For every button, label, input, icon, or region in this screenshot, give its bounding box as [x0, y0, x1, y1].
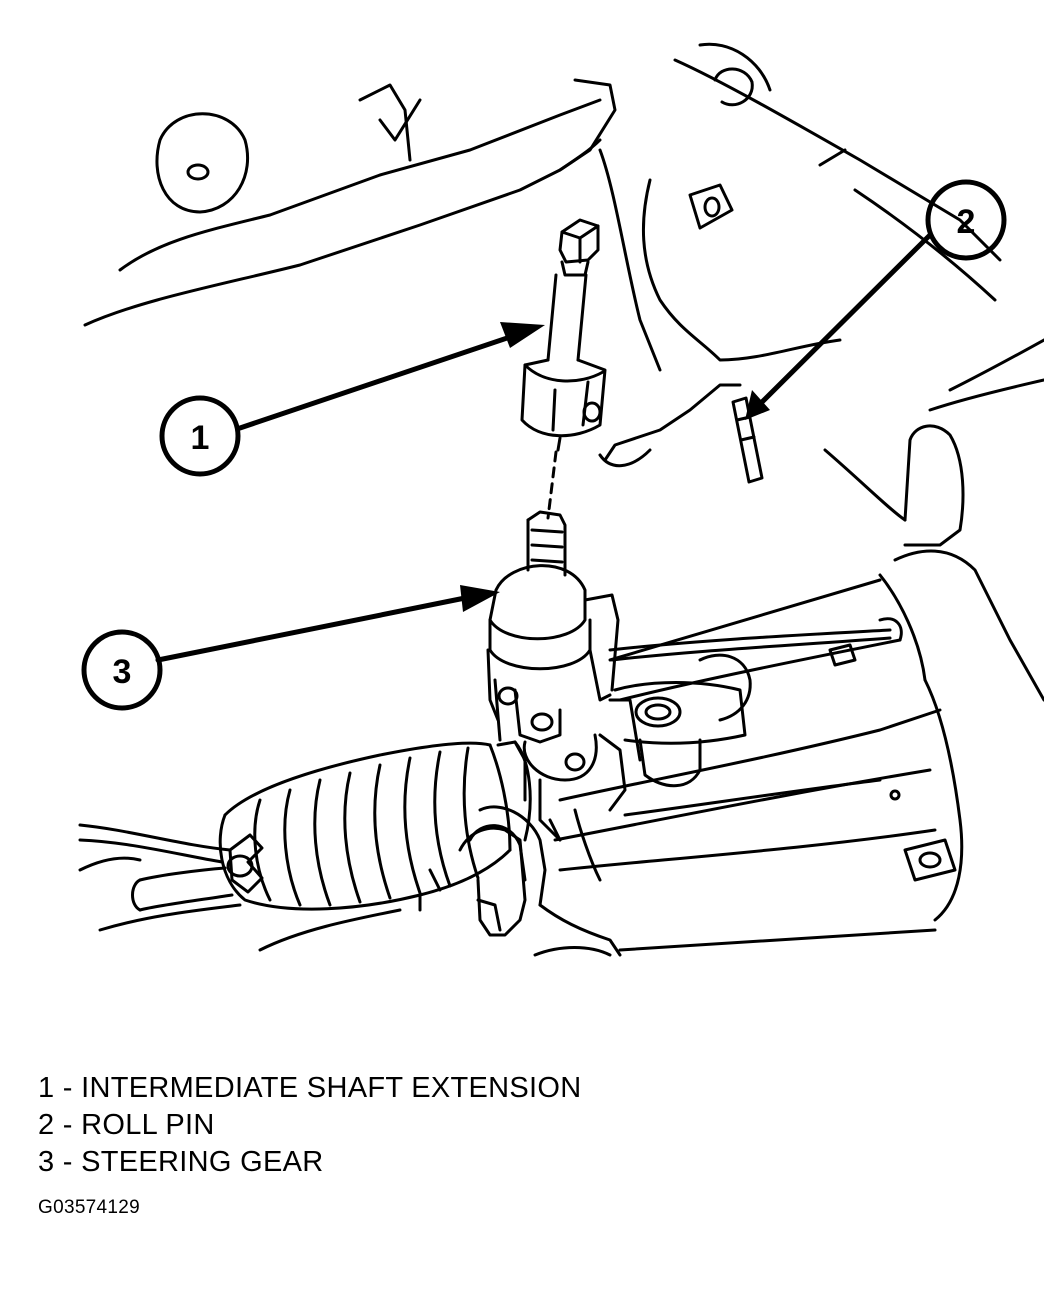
arrowhead-1	[500, 322, 545, 348]
callout-1: 1	[159, 395, 241, 477]
callout-3-number: 3	[113, 653, 132, 691]
callout-2: 2	[925, 179, 1007, 261]
legend: 1 - INTERMEDIATE SHAFT EXTENSION 2 - ROL…	[38, 1070, 581, 1181]
arrowhead-2	[745, 390, 770, 420]
callout-1-number: 1	[191, 419, 210, 457]
steering-gear	[486, 510, 903, 882]
tie-rod	[78, 823, 442, 952]
diagram: 1 2 3	[78, 42, 1044, 957]
callout-2-number: 2	[957, 203, 976, 241]
arrowheads	[460, 322, 770, 612]
body-panel	[83, 42, 1044, 468]
legend-item-2: 2 - ROLL PIN	[38, 1109, 215, 1141]
frame-rail	[553, 424, 1044, 952]
callout-3: 3	[81, 629, 163, 711]
alignment-line	[546, 450, 558, 520]
legend-item-3: 3 - STEERING GEAR	[38, 1146, 324, 1178]
callout-arrows	[155, 232, 933, 663]
intermediate-shaft-extension	[520, 218, 607, 452]
mount-bracket	[458, 818, 622, 957]
legend-item-1: 1 - INTERMEDIATE SHAFT EXTENSION	[38, 1072, 582, 1104]
arrowhead-3	[460, 585, 500, 612]
steering-boot	[218, 740, 547, 911]
figure-id: G03574129	[38, 1197, 141, 1218]
